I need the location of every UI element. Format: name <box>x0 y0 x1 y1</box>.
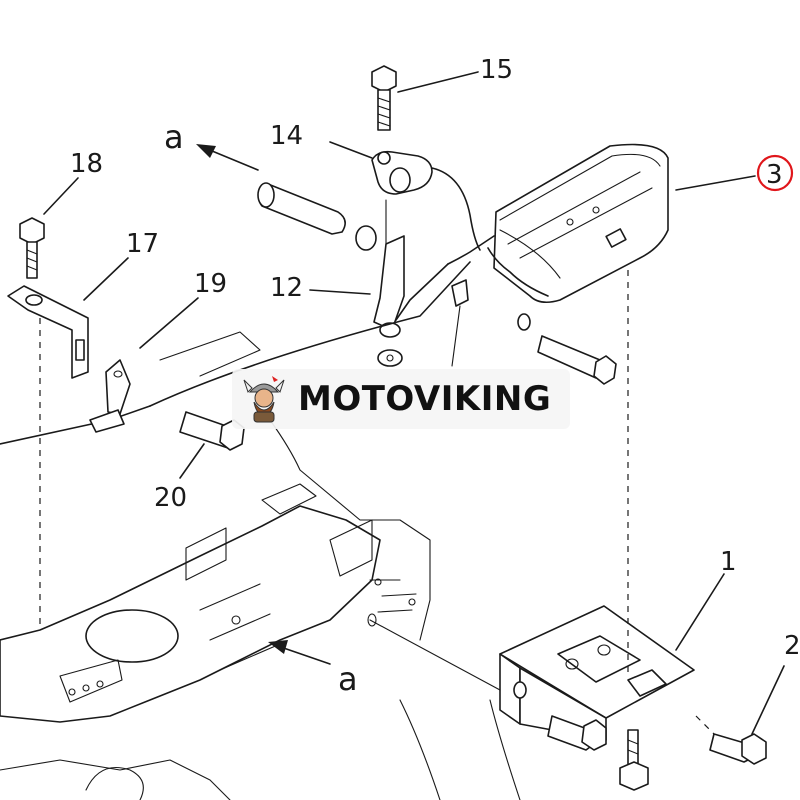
view-marker-a-bottom: a <box>338 660 358 698</box>
callout-14: 14 <box>270 121 303 151</box>
leader-18 <box>43 177 79 215</box>
bolt-bottom-left <box>547 715 607 751</box>
viking-mascot-icon <box>243 376 285 423</box>
callout-18: 18 <box>70 149 103 179</box>
watermark-text: MOTOVIKING <box>298 379 552 419</box>
leader-12 <box>309 289 371 295</box>
pipe <box>257 182 377 251</box>
bolt-bottom-right <box>619 729 649 791</box>
callout-1: 1 <box>720 547 737 577</box>
callout-17: 17 <box>126 229 159 259</box>
callout-2: 2 <box>784 631 800 661</box>
leader-14 <box>329 141 373 159</box>
callout-12: 12 <box>270 273 303 303</box>
controller-box-3 <box>395 143 669 321</box>
leader-19 <box>139 297 199 349</box>
bolt-side <box>517 313 617 385</box>
view-marker-a-top: a <box>164 118 184 156</box>
clamp-19 <box>0 261 471 445</box>
callout-19: 19 <box>194 269 227 299</box>
frame-chassis <box>0 331 521 800</box>
leader-17 <box>83 257 129 301</box>
leader-2 <box>751 665 785 735</box>
leader-15 <box>397 71 479 93</box>
bolt-2 <box>695 715 767 765</box>
highlight-circle-3 <box>756 154 794 192</box>
mount-bracket-1 <box>367 270 695 741</box>
bracket-12 <box>373 199 469 367</box>
sensor-14 <box>371 150 481 251</box>
leader-3 <box>675 175 756 191</box>
leader-1 <box>675 573 725 651</box>
callout-20: 20 <box>154 483 187 513</box>
bolt-15 <box>371 65 397 131</box>
view-arrow-a-top <box>196 144 259 171</box>
leader-20 <box>179 443 205 479</box>
callout-3: 3 <box>766 160 783 190</box>
watermark-banner: MOTOVIKING <box>232 369 570 429</box>
bolt-18 <box>19 217 45 279</box>
callout-15: 15 <box>480 55 513 85</box>
view-arrow-a-bottom <box>268 640 331 665</box>
